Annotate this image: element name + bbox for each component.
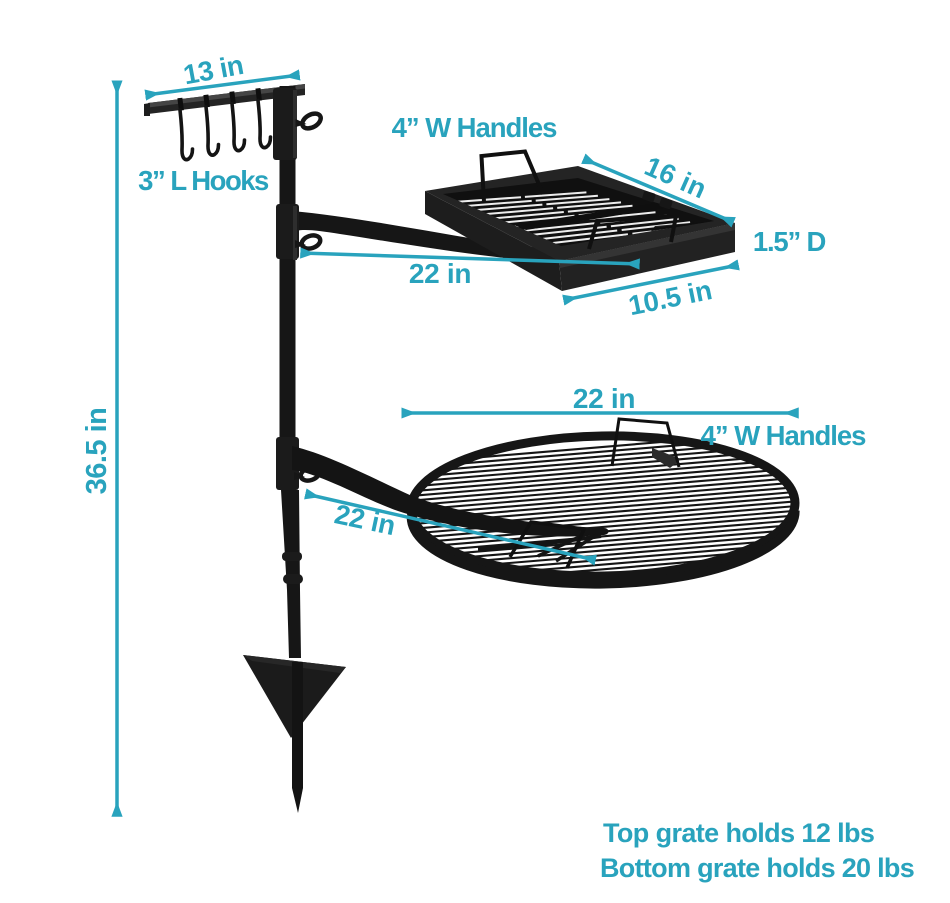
svg-text:22 in: 22 in xyxy=(573,383,635,414)
svg-text:1.5” D: 1.5” D xyxy=(753,226,826,257)
svg-text:Bottom grate holds 20 lbs: Bottom grate holds 20 lbs xyxy=(600,853,914,883)
svg-text:22 in: 22 in xyxy=(409,258,471,289)
svg-text:4” W Handles: 4” W Handles xyxy=(701,420,866,451)
svg-text:3” L Hooks: 3” L Hooks xyxy=(138,165,269,196)
svg-text:Top grate holds 12 lbs: Top grate holds 12 lbs xyxy=(603,818,874,848)
svg-text:36.5 in: 36.5 in xyxy=(81,408,113,495)
svg-text:4” W Handles: 4” W Handles xyxy=(392,112,557,143)
